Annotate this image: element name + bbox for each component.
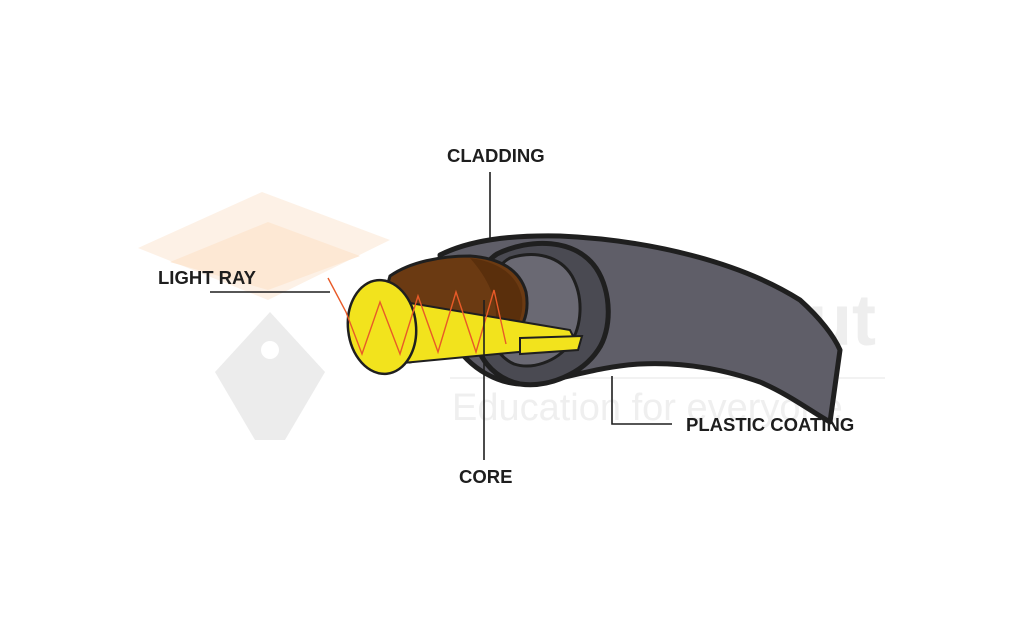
- core-label: CORE: [459, 466, 512, 487]
- watermark-tagline: Education for everyone: [452, 387, 843, 429]
- watermark-pen-nib-icon: [215, 312, 325, 440]
- core-light-wedge: [519, 334, 584, 356]
- light-ray-label: LIGHT RAY: [158, 267, 257, 288]
- plastic-coating-label: PLASTIC COATING: [686, 414, 854, 435]
- cladding-label: CLADDING: [447, 145, 545, 166]
- watermark-cap-band: [170, 222, 360, 290]
- light-ray-path: [327, 277, 507, 357]
- leader-lines: [210, 172, 672, 460]
- plastic-coating-leader-line: [611, 376, 672, 425]
- watermark-logo: ut Education for everyone: [138, 192, 885, 440]
- watermark-pen-nib-hole: [261, 341, 279, 359]
